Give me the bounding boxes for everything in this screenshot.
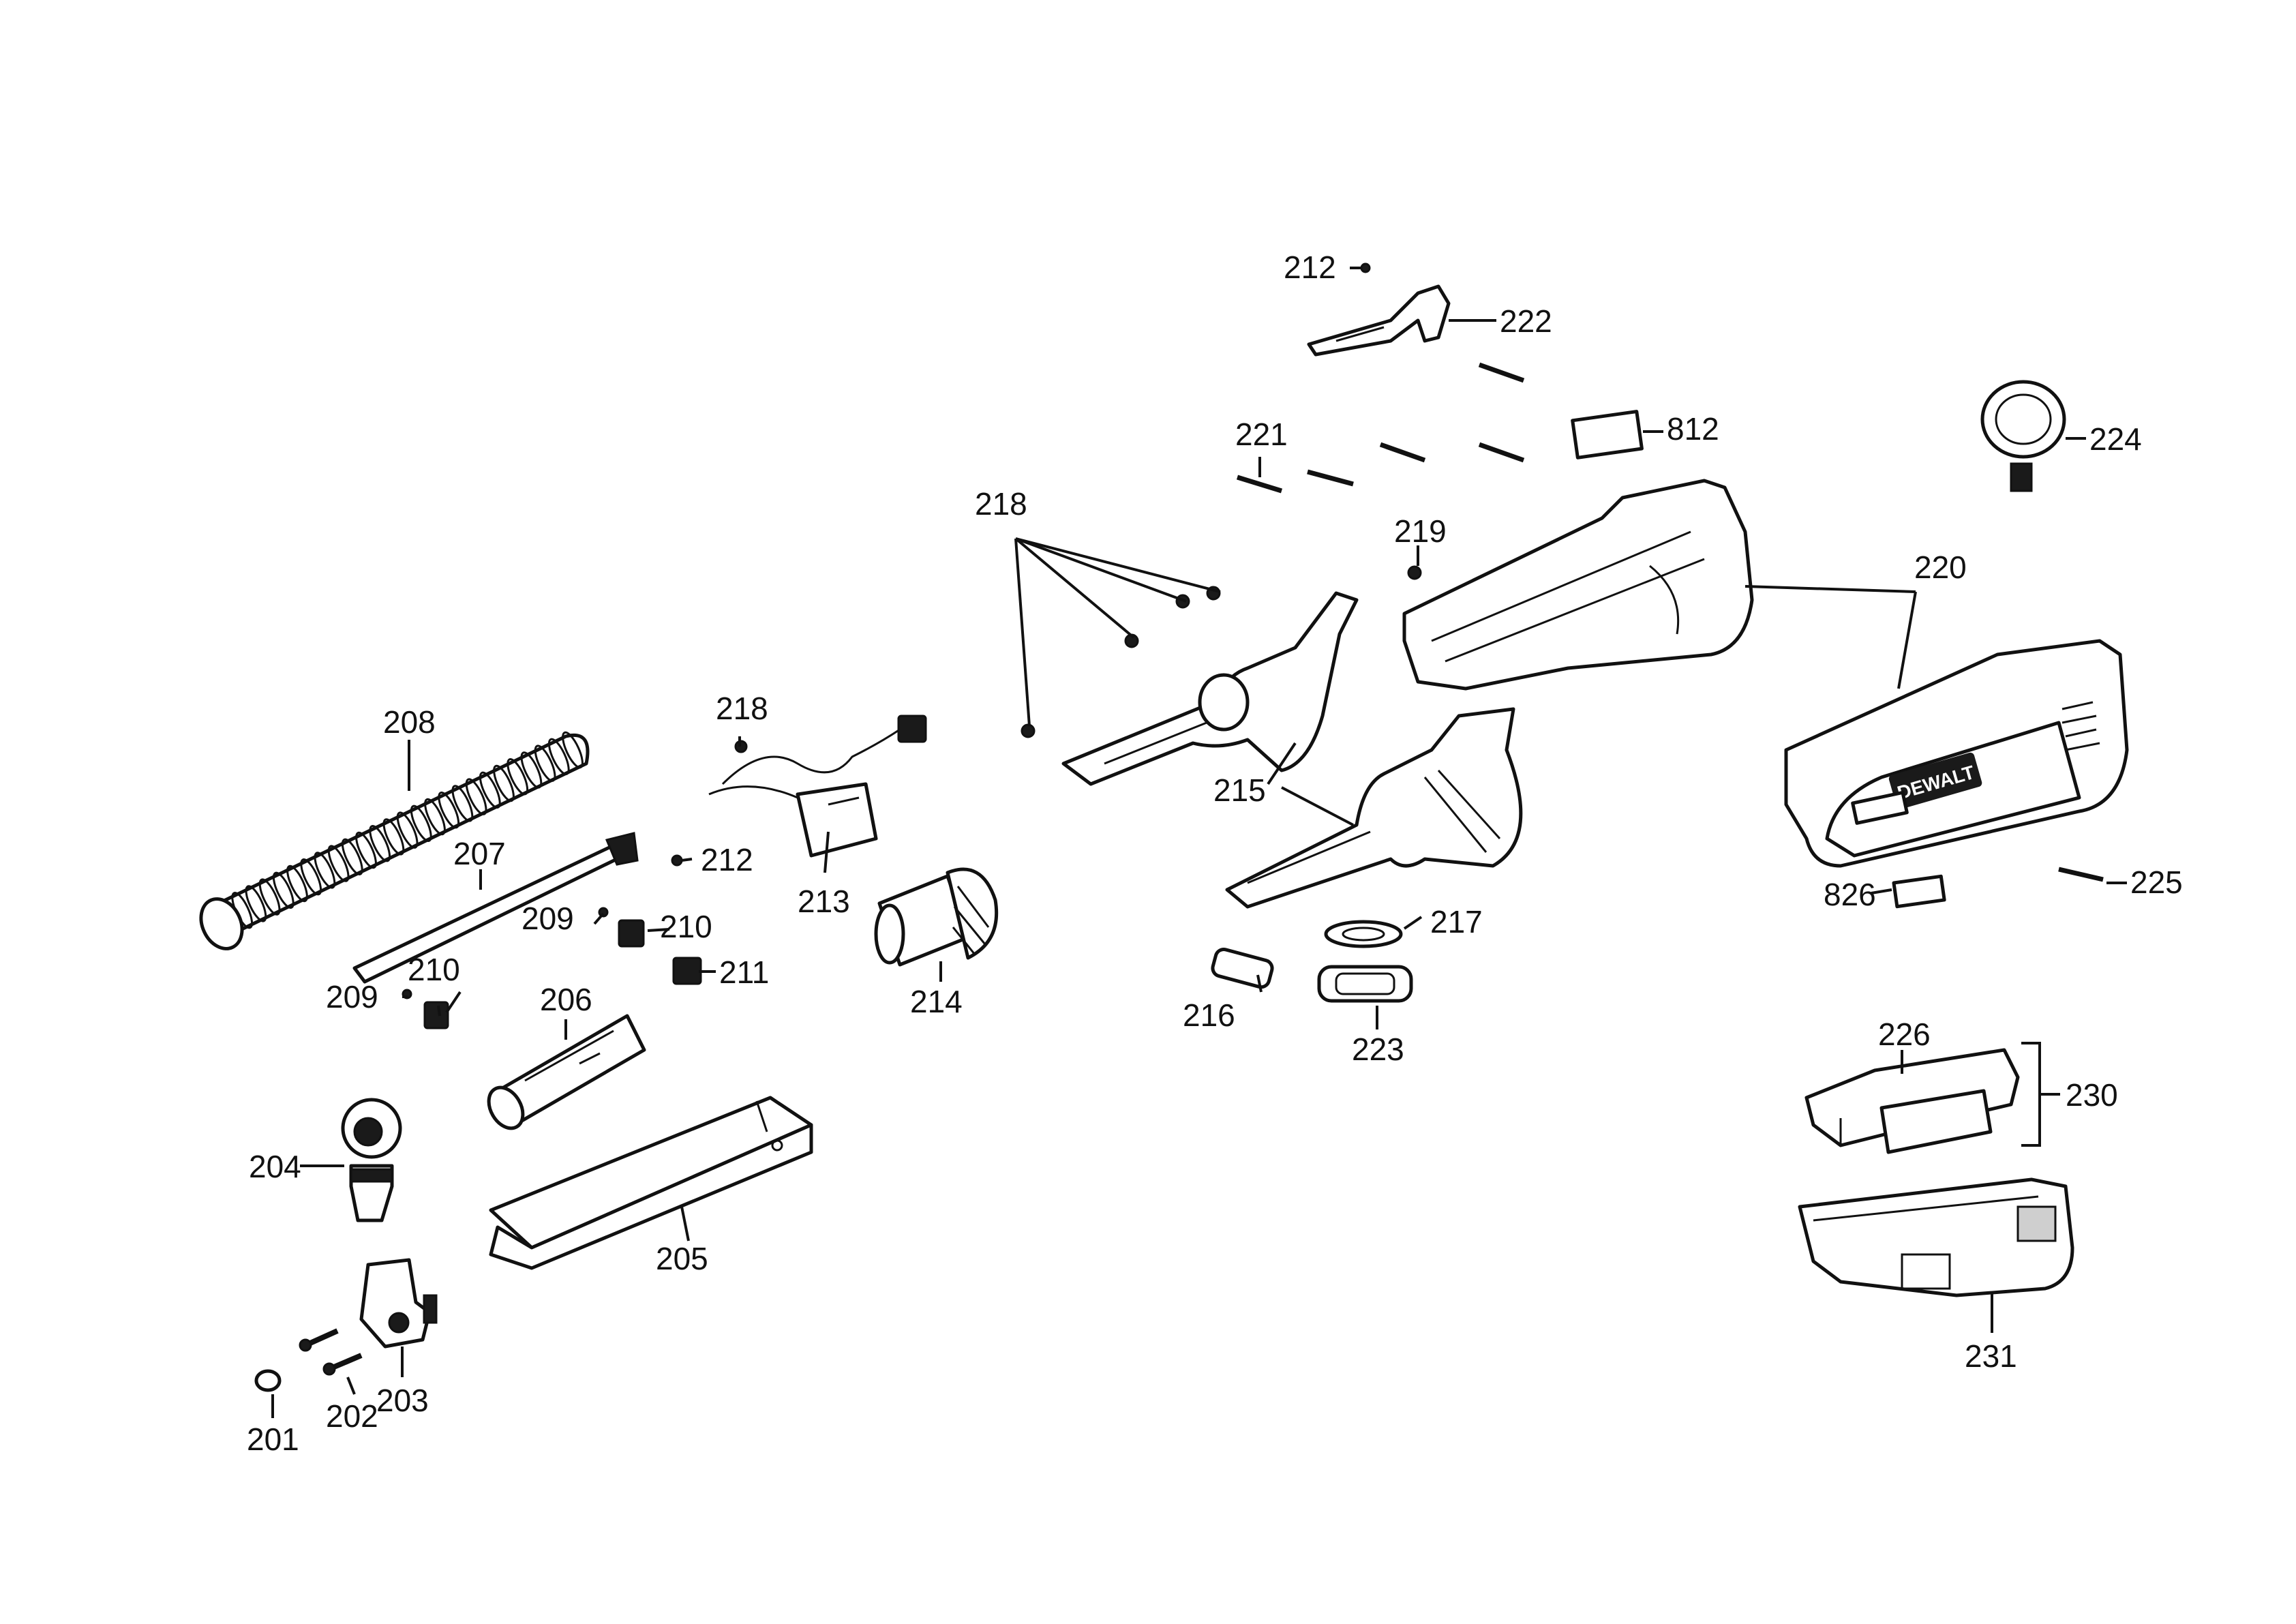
hose-rib [341,838,363,875]
label-230: 230 [2066,1077,2118,1113]
part-203-depth-adjuster [359,1258,438,1349]
part-220-housing-upper [1402,479,1754,691]
part-215-housing-left [1061,591,1359,786]
label-219: 219 [1394,513,1447,549]
part-812-label [1571,410,1644,460]
label-231: 231 [1965,1338,2017,1374]
part-202-screws [299,1328,363,1376]
part-216-gasket [1211,948,1274,989]
part-214-motor [874,867,999,967]
part-204-nosepiece [341,1098,402,1222]
part-212-screw-b [1360,262,1371,273]
part-224-clamp [1980,380,2066,492]
label-213: 213 [798,884,850,919]
label-201: 201 [247,1422,299,1457]
label-217: 217 [1430,904,1483,939]
hose-rib [451,785,474,822]
label-206: 206 [540,982,592,1017]
label-220: 220 [1914,550,1967,585]
hose-rib [562,731,584,769]
part-218-screws [734,586,1221,753]
hose-rib [493,764,515,802]
label-210-a: 210 [408,952,460,987]
label-222: 222 [1500,303,1552,339]
label-203: 203 [376,1383,429,1418]
part-221-screws [1236,362,1525,494]
part-211-block [672,957,702,985]
part-226-latch [1804,1048,2020,1154]
hose-rib [438,792,460,829]
label-202: 202 [326,1398,378,1434]
label-826: 826 [1824,877,1876,912]
part-212-screw-a [671,854,683,867]
hose-rib [327,845,350,882]
label-224: 224 [2089,421,2142,457]
label-218-a: 218 [975,486,1027,522]
hose-rib [258,878,281,916]
hose-rib [410,805,432,842]
label-210-b: 210 [660,909,712,944]
part-205-channel [489,1096,813,1270]
hose-rib [424,798,446,836]
hose-rib [547,738,570,775]
part-215-housing-right [1225,707,1523,909]
label-218-b: 218 [716,691,768,726]
hose-rib [286,864,308,903]
label-221: 221 [1235,417,1288,452]
hose-rib [300,858,322,896]
hose-rib [382,818,405,856]
label-226: 226 [1878,1017,1931,1052]
part-217-ring [1324,920,1403,948]
hose-rib [355,831,377,869]
label-208: 208 [383,704,436,740]
label-204: 204 [249,1149,301,1184]
leader-lines [271,267,2127,1418]
hose-rib [479,771,501,809]
label-207: 207 [453,836,506,871]
part-213-switch [708,715,927,858]
part-210-block-a [423,1001,449,1029]
label-225: 225 [2130,864,2183,900]
part-223-plate [1317,965,1413,1003]
label-812: 812 [1667,411,1719,447]
hose-rib [465,778,487,815]
label-215: 215 [1213,772,1266,808]
part-220-housing-lower: DEWALT [1784,639,2129,868]
part-206-sleeve [487,1014,646,1130]
label-211: 211 [719,954,769,990]
hose-rib [520,751,543,789]
hose-rib [507,758,529,796]
part-210-block-b [618,919,645,948]
part-201-cap [254,1369,282,1392]
hose-rib [314,852,336,889]
hose-rib [396,811,419,849]
hose-rib [534,745,556,782]
label-216: 216 [1183,997,1235,1033]
part-207-rail [352,832,639,984]
part-219-screw [1407,565,1422,580]
part-826-label [1892,874,1946,909]
label-209-a: 209 [522,901,574,936]
label-212-b: 212 [1284,250,1336,285]
part-225-screw [2058,867,2104,882]
hose-rib [245,885,267,922]
label-223: 223 [1352,1032,1404,1067]
hose-rib [272,871,294,909]
label-214: 214 [910,984,963,1019]
hose-rib [369,825,391,862]
part-222-bracket [1307,284,1451,357]
part-231-base [1798,1177,2074,1297]
label-205: 205 [656,1241,708,1276]
part-labels: 208 207 212 218 213 209 210 209 210 211 … [247,250,2183,1457]
label-209-b: 209 [326,979,378,1014]
label-212-a: 212 [701,842,753,877]
part-208-hose [199,731,590,950]
